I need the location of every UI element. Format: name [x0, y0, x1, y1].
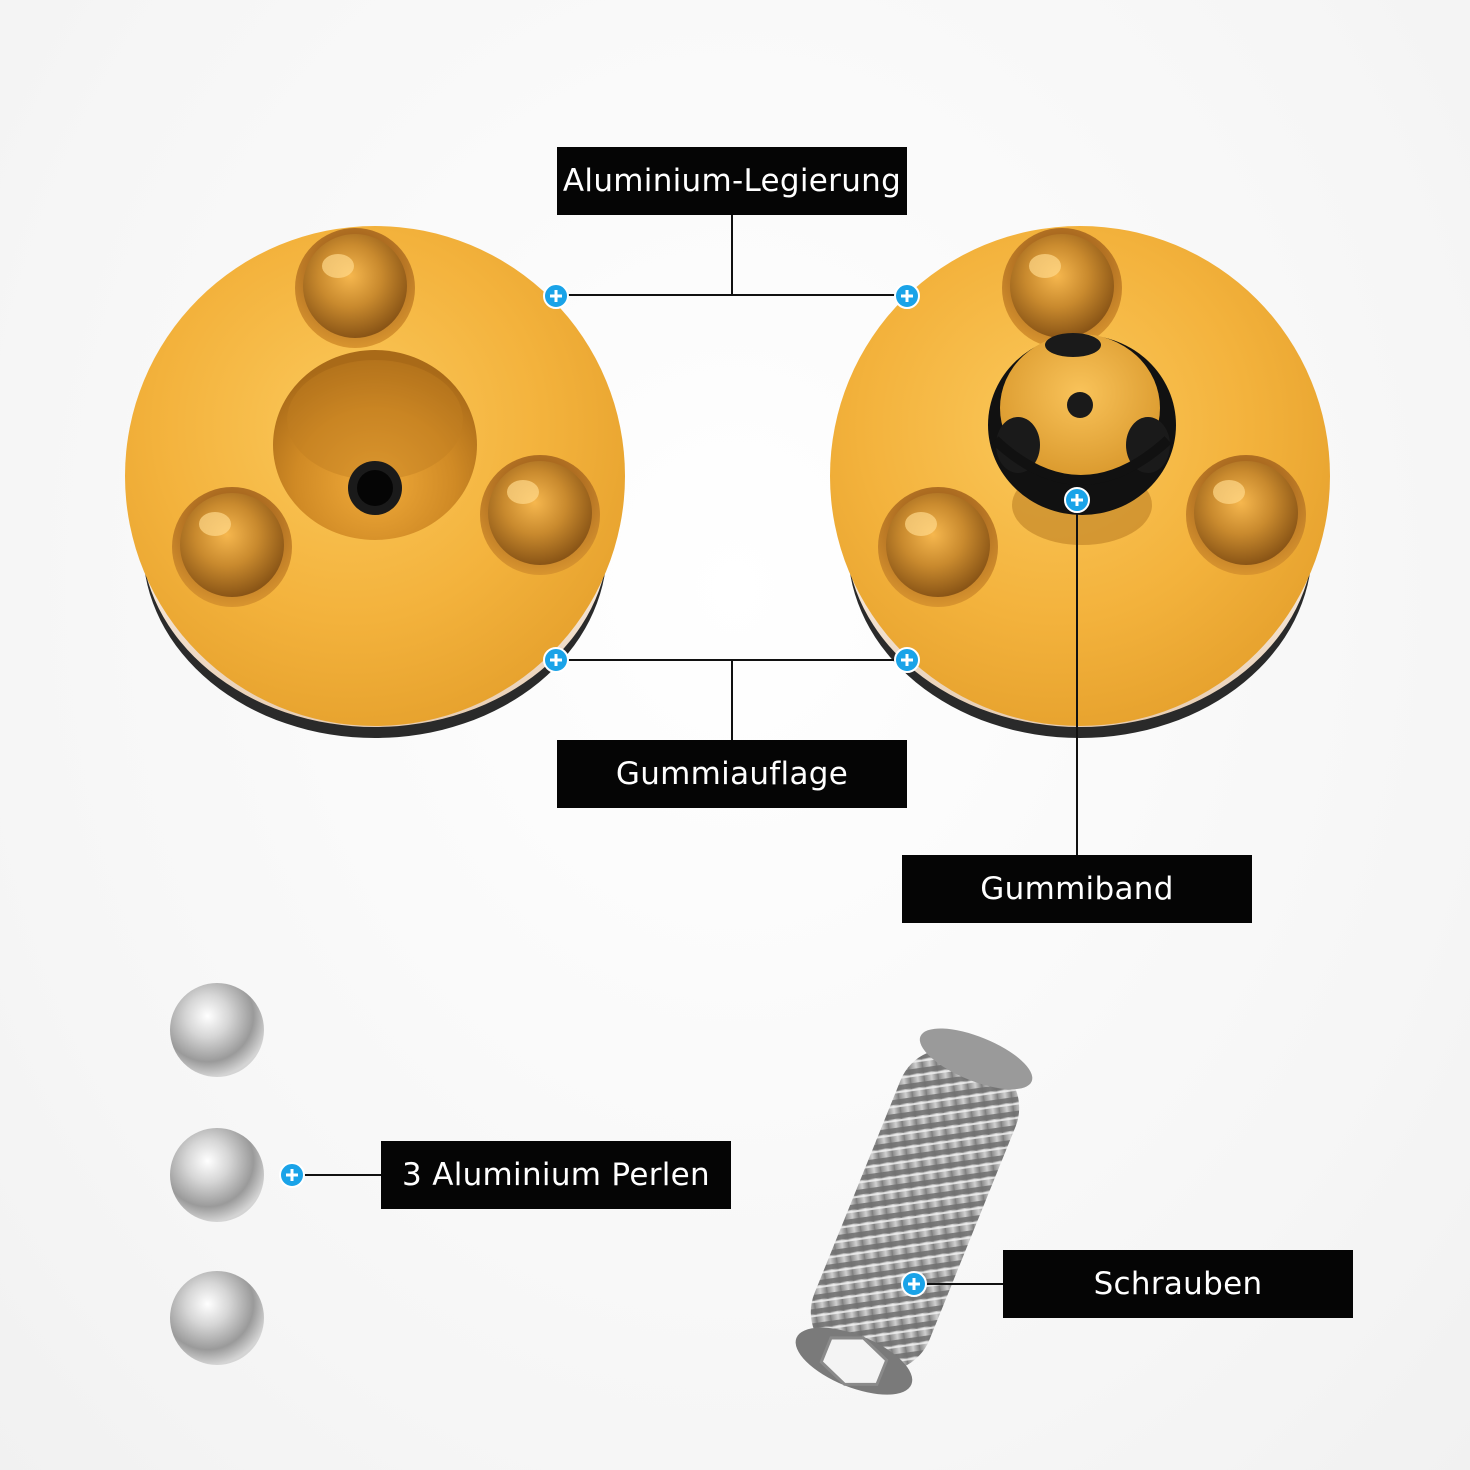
plus-circle-icon — [543, 283, 569, 309]
threaded-screw — [795, 1028, 1033, 1395]
plus-circle-icon — [901, 1271, 927, 1297]
center-cone-recess — [273, 350, 477, 540]
plus-circle-icon — [894, 283, 920, 309]
left-puck — [125, 226, 625, 738]
ball-seat-top — [1002, 228, 1122, 348]
label-rubber-band: Gummiband — [902, 855, 1252, 923]
steel-pearls — [170, 983, 264, 1365]
plus-circle-icon — [543, 647, 569, 673]
label-aluminium-alloy: Aluminium-Legierung — [557, 147, 907, 215]
plus-markers — [279, 283, 1090, 1297]
plus-circle-icon — [1064, 487, 1090, 513]
plus-circle-icon — [279, 1162, 305, 1188]
plus-circle-icon — [894, 647, 920, 673]
label-aluminium-pearls: 3 Aluminium Perlen — [381, 1141, 731, 1209]
ball-seat-right — [480, 455, 600, 575]
label-screws: Schrauben — [1003, 1250, 1353, 1318]
steel-pearl — [170, 1128, 264, 1222]
steel-pearl — [170, 983, 264, 1077]
label-rubber-pad: Gummiauflage — [557, 740, 907, 808]
ball-seat-right — [1186, 455, 1306, 575]
steel-pearl — [170, 1271, 264, 1365]
ball-seat-left — [878, 487, 998, 607]
ball-seat-left — [172, 487, 292, 607]
leader-lines — [292, 215, 1078, 1285]
center-cone-raised — [988, 333, 1176, 545]
ball-seat-top — [295, 228, 415, 348]
